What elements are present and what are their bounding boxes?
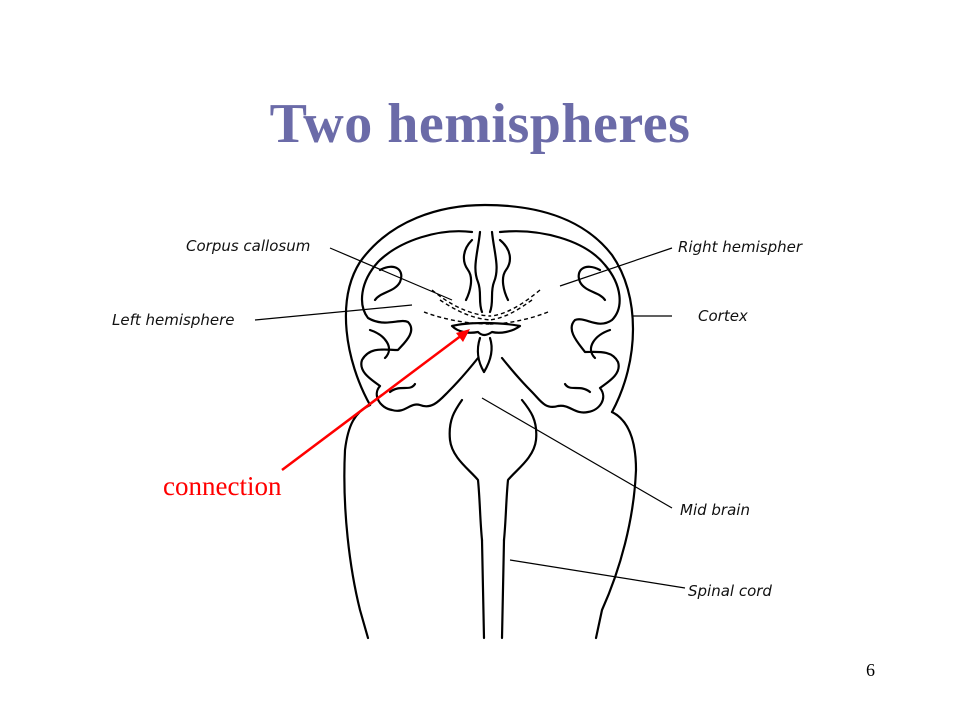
label-cortex: Cortex: [698, 307, 748, 325]
label-right-hemisphere: Right hemispher: [678, 238, 803, 256]
longitudinal-fissure: [474, 230, 498, 314]
connection-arrow: [281, 329, 470, 471]
label-spinal-cord: Spinal cord: [688, 582, 772, 600]
slide-title: Two hemispheres: [269, 93, 691, 155]
connection-label: connection: [163, 471, 282, 501]
spinal-cord: [480, 538, 506, 640]
label-mid-brain: Mid brain: [680, 501, 750, 519]
head-outline: [344, 203, 635, 414]
neck-right-outline: [594, 410, 638, 640]
label-left-hemisphere: Left hemisphere: [112, 311, 235, 329]
left-hemisphere-outline: [360, 230, 480, 412]
right-hemisphere-outline: [498, 230, 621, 414]
page-number: 6: [866, 660, 875, 680]
mid-brain: [448, 398, 538, 542]
neck-left-outline: [343, 403, 372, 640]
corpus-callosum: [450, 321, 522, 337]
label-corpus-callosum: Corpus callosum: [186, 237, 310, 255]
